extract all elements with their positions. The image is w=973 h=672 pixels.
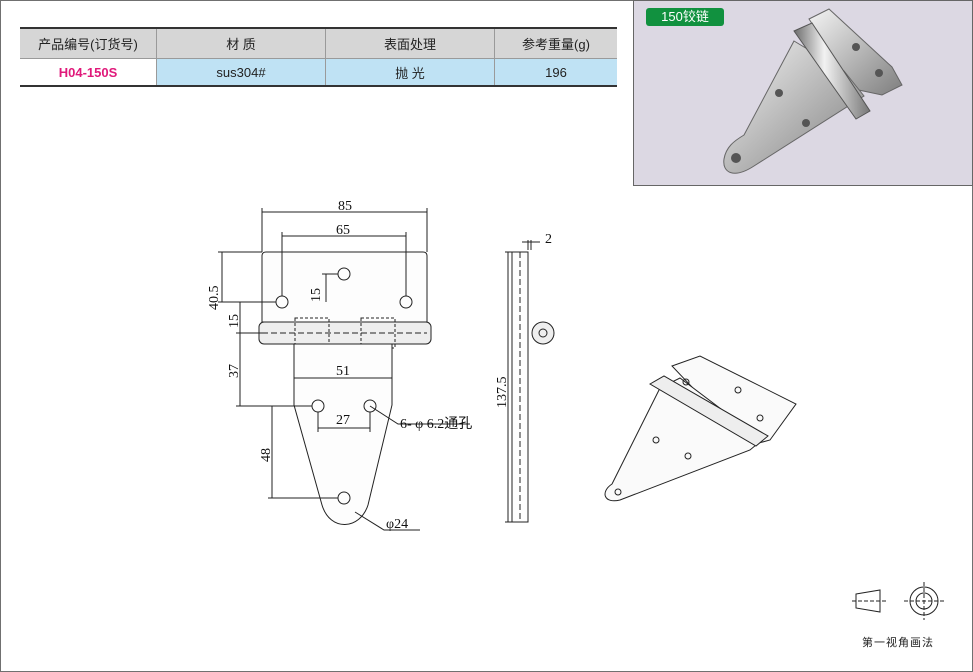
- value-product-code: H04-150S: [20, 58, 157, 87]
- spec-table-header: 产品编号(订货号) 材 质 表面处理 参考重量(g): [20, 27, 617, 59]
- side-view-knuckle: [531, 321, 555, 345]
- dim-2: 2: [545, 232, 552, 247]
- bottom-leaf-outline: [293, 343, 393, 525]
- photo-label: 150铰链: [646, 8, 724, 26]
- dim-48: 48: [259, 448, 274, 462]
- dim-15-hole: 15: [309, 288, 324, 302]
- dim-65: 65: [336, 223, 350, 238]
- top-leaf-outline: [261, 251, 428, 323]
- projection-symbol-cone: [855, 589, 881, 613]
- projection-label: 第一视角画法: [862, 637, 934, 649]
- dim-holes: 6- φ 6.2通孔: [400, 416, 472, 432]
- spec-table: 产品编号(订货号) 材 质 表面处理 参考重量(g) H04-150S sus3…: [20, 27, 617, 87]
- header-material: 材 质: [156, 27, 326, 59]
- hinge-photo-image: [723, 8, 903, 174]
- header-weight: 参考重量(g): [494, 27, 617, 59]
- value-material: sus304#: [156, 58, 326, 87]
- product-photo: 150铰链: [633, 0, 973, 186]
- spec-table-row: H04-150S sus304# 抛 光 196: [20, 58, 617, 87]
- dim-51: 51: [336, 364, 350, 379]
- value-surface: 抛 光: [325, 58, 495, 87]
- dim-37: 37: [227, 364, 242, 378]
- header-surface: 表面处理: [325, 27, 495, 59]
- dim-27: 27: [336, 413, 350, 428]
- value-weight: 196: [494, 58, 617, 87]
- dim-40-5: 40.5: [207, 286, 222, 311]
- dim-85: 85: [338, 199, 352, 214]
- dim-15-knuckle: 15: [227, 314, 242, 328]
- dim-137-5: 137.5: [495, 377, 510, 409]
- dim-phi24: φ24: [386, 517, 408, 532]
- iso-knuckle: [649, 375, 769, 447]
- header-product-code: 产品编号(订货号): [20, 27, 157, 59]
